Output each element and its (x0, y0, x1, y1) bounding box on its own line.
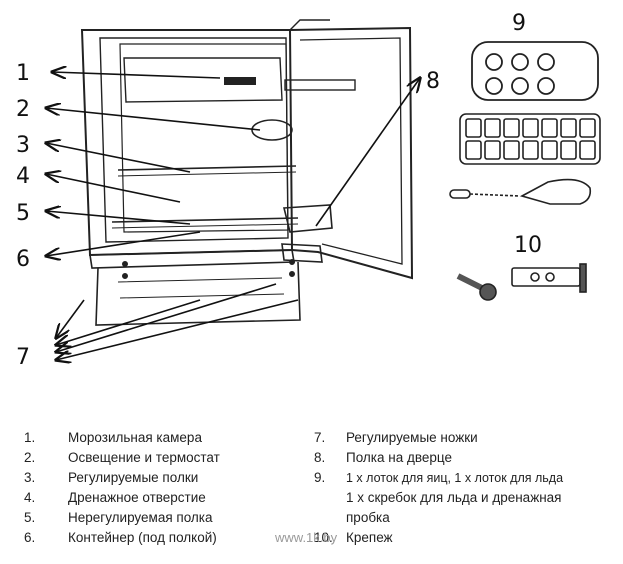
legend-item: 3.Регулируемые полки (24, 470, 199, 485)
ice-cell (541, 118, 558, 138)
fridge-body (80, 29, 301, 326)
legend-item: 10.Крепеж (314, 530, 393, 545)
legend-item: 9.1 х лоток для яиц, 1 х лоток для льда (314, 470, 564, 485)
ice-cell (465, 140, 482, 160)
fridge-door (281, 19, 414, 280)
legend-item: 5.Нерегулируемая полка (24, 510, 213, 525)
legend-item: 1 х скребок для льда и дренажная пробка (346, 490, 562, 525)
callout-3: 3 (16, 133, 30, 158)
legend-item: 6.Контейнер (под полкой) (24, 530, 217, 545)
ice-cell (465, 118, 482, 138)
callout-arrows (46, 72, 420, 360)
egg-tray (471, 41, 599, 101)
callout-8: 8 (426, 69, 440, 94)
ice-cell (579, 140, 596, 160)
legend-item: 2.Освещение и термостат (24, 450, 220, 465)
legend-item: 7.Регулируемые ножки (314, 430, 478, 445)
callout-9: 9 (512, 11, 526, 36)
callout-10: 10 (514, 233, 542, 258)
ice-cell (579, 118, 596, 138)
legend-left: 1.Морозильная камера 2.Освещение и термо… (24, 428, 220, 548)
fasteners (456, 263, 587, 301)
ice-cell (503, 140, 520, 160)
legend-item: 8.Полка на дверце (314, 450, 452, 465)
legend-item: 4.Дренажное отверстие (24, 490, 206, 505)
watermark: www.1k.by (275, 530, 338, 545)
refrigerator-diagram: 1 2 3 4 5 6 7 8 9 10 (16, 11, 601, 370)
ice-scraper-and-plug (449, 178, 592, 205)
ice-cell (541, 140, 558, 160)
legend-item: 1.Морозильная камера (24, 430, 202, 445)
callout-6: 6 (16, 247, 30, 272)
callout-2: 2 (16, 97, 30, 122)
callout-1: 1 (16, 61, 30, 86)
ice-tray (459, 113, 601, 165)
ice-cell (560, 118, 577, 138)
legend-right: 7.Регулируемые ножки 8.Полка на дверце 9… (314, 428, 594, 548)
callout-5: 5 (16, 201, 30, 226)
callout-7: 7 (16, 345, 30, 370)
ice-cell (503, 118, 520, 138)
ice-cell (522, 140, 539, 160)
ice-cell (484, 118, 501, 138)
ice-cell (560, 140, 577, 160)
ice-cell (484, 140, 501, 160)
ice-cell (522, 118, 539, 138)
callout-4: 4 (16, 164, 30, 189)
